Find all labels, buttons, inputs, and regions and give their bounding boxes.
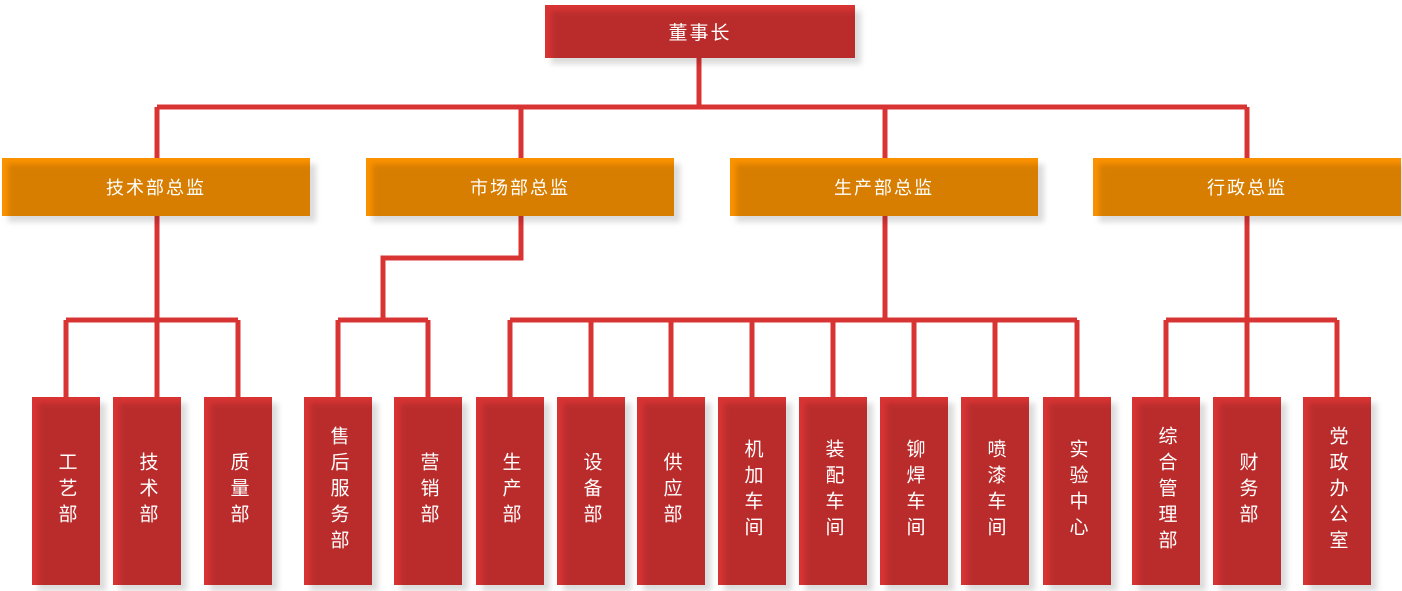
node-department-general-management[interactable]: 综合管理部 xyxy=(1132,397,1206,591)
box-shadow xyxy=(724,403,792,591)
node-chairman[interactable]: 董事长 xyxy=(545,5,861,64)
box-shadow xyxy=(210,403,278,591)
node-label: 装配车间 xyxy=(822,439,844,543)
box-shadow xyxy=(805,403,873,591)
node-department-equipment[interactable]: 设备部 xyxy=(557,397,631,591)
node-department-production[interactable]: 生产部 xyxy=(476,397,550,591)
box-shadow xyxy=(1219,403,1287,591)
node-workshop-riveting-welding[interactable]: 铆焊车间 xyxy=(880,397,954,591)
node-label: 设备部 xyxy=(580,452,602,530)
box-shadow xyxy=(400,403,468,591)
node-label: 生产部 xyxy=(499,452,521,530)
box-shadow xyxy=(372,164,680,222)
node-label: 行政总监 xyxy=(1207,178,1287,198)
box-shadow xyxy=(967,403,1035,591)
box-shadow xyxy=(1309,403,1377,591)
line-stem-market xyxy=(380,216,524,320)
box-shadow xyxy=(482,403,550,591)
node-label: 实验中心 xyxy=(1066,439,1088,543)
node-department-quality[interactable]: 质量部 xyxy=(204,397,278,591)
node-label: 工艺部 xyxy=(55,452,77,530)
box-shadow xyxy=(563,403,631,591)
node-label: 市场部总监 xyxy=(470,178,570,198)
box-shadow xyxy=(643,403,711,591)
node-label: 机加车间 xyxy=(741,439,763,543)
box-shadow xyxy=(736,164,1044,222)
box-shadow xyxy=(551,11,861,64)
box-shadow xyxy=(1099,164,1402,222)
box-shadow xyxy=(1049,403,1117,591)
node-director-marketing[interactable]: 市场部总监 xyxy=(366,158,680,222)
node-department-sales[interactable]: 营销部 xyxy=(394,397,468,591)
node-label: 董事长 xyxy=(668,23,732,44)
box-shadow xyxy=(119,403,187,591)
node-department-process[interactable]: 工艺部 xyxy=(32,397,106,591)
node-label: 综合管理部 xyxy=(1155,426,1177,556)
node-label: 财务部 xyxy=(1236,452,1258,530)
node-department-technology[interactable]: 技术部 xyxy=(113,397,187,591)
node-director-administration[interactable]: 行政总监 xyxy=(1093,158,1402,222)
node-workshop-assembly[interactable]: 装配车间 xyxy=(799,397,873,591)
node-label: 质量部 xyxy=(227,452,249,530)
node-label: 生产部总监 xyxy=(834,178,934,198)
node-director-technical[interactable]: 技术部总监 xyxy=(2,158,316,222)
node-label: 售后服务部 xyxy=(327,426,349,556)
node-label: 供应部 xyxy=(660,452,682,530)
node-label: 党政办公室 xyxy=(1326,426,1348,556)
box-shadow xyxy=(38,403,106,591)
node-label: 技术部总监 xyxy=(106,178,206,198)
node-label: 喷漆车间 xyxy=(984,439,1006,543)
box-shadow xyxy=(8,164,316,222)
box-shadow xyxy=(310,403,378,591)
box-shadow xyxy=(1138,403,1206,591)
node-director-production[interactable]: 生产部总监 xyxy=(730,158,1044,222)
node-label: 技术部 xyxy=(136,452,158,530)
node-department-supply[interactable]: 供应部 xyxy=(637,397,711,591)
node-workshop-painting[interactable]: 喷漆车间 xyxy=(961,397,1035,591)
node-workshop-machining[interactable]: 机加车间 xyxy=(718,397,792,591)
node-party-government-office[interactable]: 党政办公室 xyxy=(1303,397,1377,591)
box-shadow xyxy=(886,403,954,591)
node-department-finance[interactable]: 财务部 xyxy=(1213,397,1287,591)
node-department-after-sales-service[interactable]: 售后服务部 xyxy=(304,397,378,591)
node-label: 铆焊车间 xyxy=(903,439,925,543)
node-laboratory-center[interactable]: 实验中心 xyxy=(1043,397,1117,591)
node-label: 营销部 xyxy=(417,452,439,530)
